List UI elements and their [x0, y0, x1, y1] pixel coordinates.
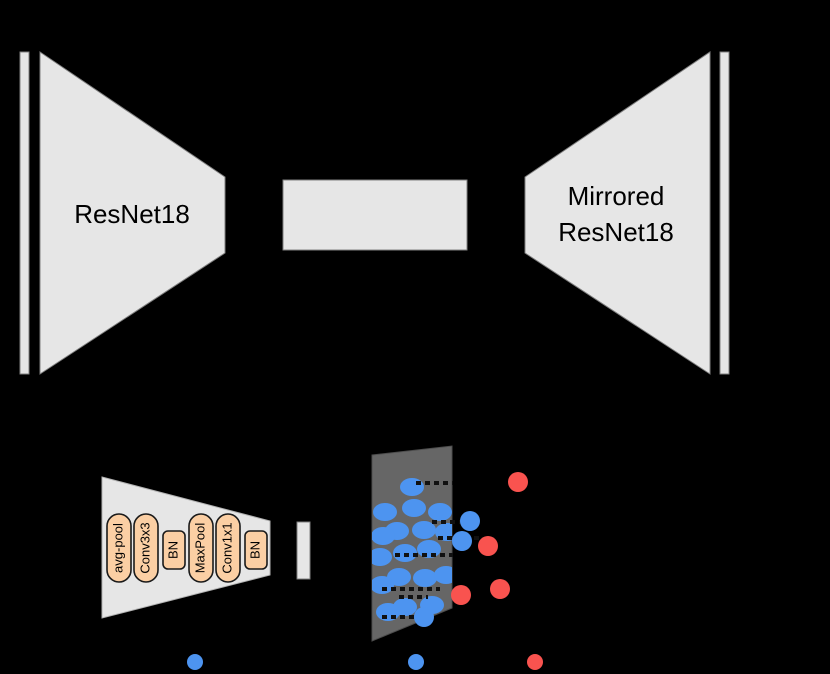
layer-pill-label: avg-pool — [110, 523, 125, 573]
encoder-label: ResNet18 — [74, 199, 190, 229]
latent-ellipse — [412, 521, 436, 539]
layer-pill-label: Conv3x3 — [137, 522, 152, 573]
latent-ellipse — [417, 540, 441, 558]
layer-pill-label: MaxPool — [192, 523, 207, 574]
layer-pill-rect — [215, 513, 241, 583]
latent-ellipse — [373, 503, 397, 521]
scatter-point-blue — [460, 511, 480, 531]
latent-ellipse — [372, 548, 392, 566]
scatter-point-red — [451, 585, 471, 605]
layer-pill-label: BN — [247, 541, 262, 559]
legend-marker-blue — [408, 654, 424, 670]
layer-pill-rect — [244, 530, 268, 570]
layer-pill-rect — [188, 513, 214, 583]
latent-ellipse — [413, 569, 437, 587]
latent-ellipse — [372, 576, 394, 594]
layer-pill-4[interactable]: Conv1x1 — [215, 513, 241, 583]
scatter-point-red — [490, 579, 510, 599]
scatter-point-red — [508, 472, 528, 492]
layer-pill-5[interactable]: BN — [244, 530, 268, 570]
latent-ellipse — [376, 603, 400, 621]
layer-pill-1[interactable]: Conv3x3 — [133, 513, 159, 583]
layer-pill-label: BN — [165, 541, 180, 559]
scatter-point-group — [414, 472, 528, 627]
bottleneck-bar — [296, 521, 311, 580]
decoder-label-line2: ResNet18 — [558, 217, 674, 247]
layer-pill-label: Conv1x1 — [219, 522, 234, 573]
layer-pill-0[interactable]: avg-pool — [106, 513, 132, 583]
latent-ellipse — [428, 503, 452, 521]
decoder-trapezoid — [524, 51, 711, 375]
bottleneck-rect — [282, 179, 468, 251]
layer-pill-3[interactable]: MaxPool — [188, 513, 214, 583]
layer-pill-rect — [162, 530, 186, 570]
layer-pill-group: avg-pool Conv3x3 BN MaxPool Conv1x1 — [106, 513, 268, 583]
legend-marker-red — [527, 654, 543, 670]
latent-ellipse — [402, 499, 426, 517]
scatter-point-blue — [414, 607, 434, 627]
scatter-point-red — [478, 536, 498, 556]
top-row-group: ResNet18 Mirrored ResNet18 — [19, 51, 730, 375]
scatter-point-blue — [452, 531, 472, 551]
output-bar — [719, 51, 730, 375]
latent-feature-panel — [371, 445, 453, 642]
legend-marker-group — [187, 654, 543, 670]
encoder-trapezoid — [39, 51, 226, 375]
latent-ellipse — [400, 478, 424, 496]
latent-ellipse — [372, 527, 395, 545]
latent-blue-ellipse-group — [372, 478, 452, 621]
input-bar — [19, 51, 30, 375]
latent-ellipse — [434, 566, 452, 584]
bottom-row-group: avg-pool Conv3x3 BN MaxPool Conv1x1 — [101, 445, 543, 670]
layer-pill-rect — [133, 513, 159, 583]
legend-marker-blue — [187, 654, 203, 670]
layer-pill-2[interactable]: BN — [162, 530, 186, 570]
layer-pill-rect — [106, 513, 132, 583]
decoder-label-line1: Mirrored — [568, 181, 665, 211]
